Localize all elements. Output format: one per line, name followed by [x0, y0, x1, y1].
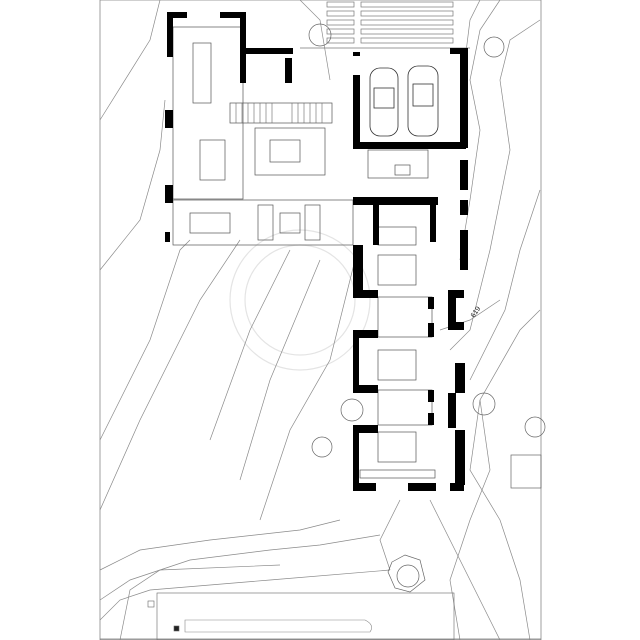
- walls: [165, 12, 468, 491]
- parking-stripes: [300, 1, 470, 49]
- pool: [147, 592, 455, 640]
- interior-lines: [172, 26, 436, 479]
- contour-lines: [99, 0, 541, 640]
- watermark: [229, 229, 371, 371]
- trees: [308, 23, 546, 593]
- convertible-car-icon: [407, 65, 439, 137]
- garage-cars: [369, 65, 439, 137]
- staircase: [235, 103, 323, 123]
- car-icon: [369, 67, 399, 137]
- sheet-frame: [99, 0, 542, 640]
- contour-label: 619: [470, 305, 482, 319]
- shed: [510, 454, 542, 489]
